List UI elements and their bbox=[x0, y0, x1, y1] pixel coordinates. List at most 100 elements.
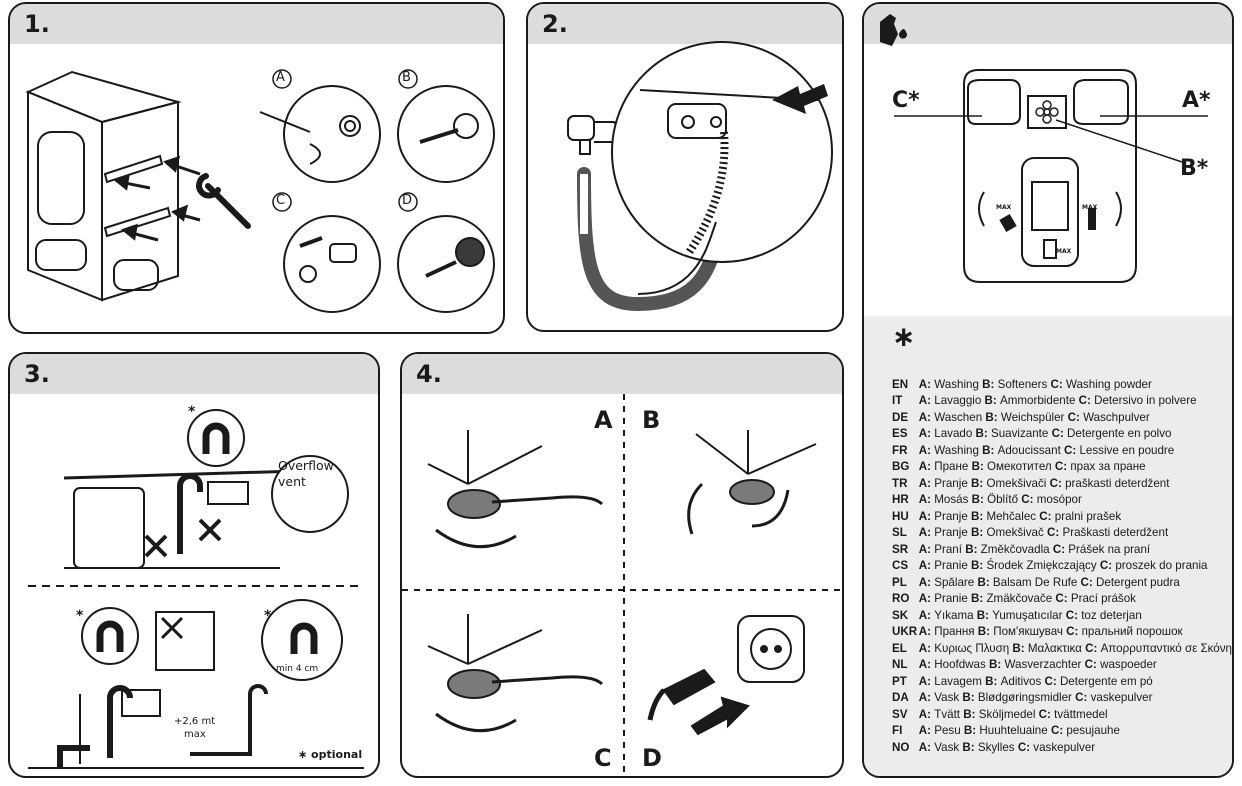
legend-row-sl: SL A: Pranje B: Omekšivač C: Praškasti de… bbox=[892, 525, 1232, 542]
optional-star-right: * bbox=[264, 608, 272, 624]
bottle-max-icon bbox=[1088, 208, 1096, 230]
language-code: DA bbox=[892, 691, 909, 705]
legend-star: ∗ bbox=[892, 320, 916, 353]
term-c: pesujauhe bbox=[1066, 724, 1120, 738]
legend-row-no: NO A: Vask B: Skylles C: vaskepulver bbox=[892, 739, 1232, 756]
language-code: FR bbox=[892, 443, 908, 457]
term-c: proszek do prania bbox=[1115, 559, 1208, 573]
language-code: NO bbox=[892, 740, 910, 754]
term-c: toz deterjan bbox=[1081, 608, 1142, 622]
term-a: Washing bbox=[934, 377, 979, 391]
language-code: EL bbox=[892, 641, 907, 655]
language-terms: A: Прання B: Пом'якшувач C: пральний пор… bbox=[918, 625, 1183, 639]
step-1-illustration bbox=[25, 69, 495, 313]
hook-circle-left bbox=[81, 607, 139, 665]
term-c: Απορρυπαντικό σε Σκόνη bbox=[1100, 641, 1232, 655]
language-code: SL bbox=[892, 526, 907, 540]
language-code: PL bbox=[892, 575, 907, 589]
language-code: TR bbox=[892, 476, 908, 490]
term-a: Waschen bbox=[934, 410, 983, 424]
term-c: Detergente em pó bbox=[1059, 674, 1153, 688]
language-code: BG bbox=[892, 460, 910, 474]
term-c: Prací prášok bbox=[1070, 592, 1136, 606]
standpipe-sink bbox=[121, 689, 161, 717]
term-c: vaskepulver bbox=[1033, 740, 1096, 754]
language-code: ES bbox=[892, 427, 908, 441]
term-c: tvättmedel bbox=[1054, 707, 1108, 721]
term-c: прах за пране bbox=[1070, 460, 1146, 474]
term-b: Omekšivač bbox=[986, 526, 1044, 540]
foot-adjust-b bbox=[687, 430, 817, 535]
language-terms: A: Praní B: Změkčovadla C: Prášek na pra… bbox=[918, 542, 1151, 556]
term-b: Omekšivači bbox=[986, 476, 1047, 490]
bolt-arrows bbox=[112, 155, 201, 242]
term-c: Detersivo in polvere bbox=[1094, 394, 1197, 408]
max-label-right: MAX bbox=[1082, 204, 1098, 211]
drain-hose bbox=[177, 473, 203, 554]
overflow-vent-circle bbox=[271, 455, 349, 533]
term-b: Sköljmedel bbox=[978, 707, 1036, 721]
term-a: Lavaggio bbox=[934, 394, 982, 408]
language-code: FI bbox=[892, 724, 903, 738]
not-allowed-marks bbox=[144, 518, 222, 558]
not-allowed-box bbox=[155, 611, 215, 671]
term-a: Pranie bbox=[934, 559, 968, 573]
term-c: Waschpulver bbox=[1083, 410, 1150, 424]
term-b: Środek Zmiękczający bbox=[986, 559, 1097, 573]
language-terms: A: Pranie B: Zmäkčovače C: Prací prášok bbox=[918, 592, 1136, 606]
step-c-circle bbox=[283, 215, 381, 313]
drawer-header bbox=[864, 4, 1232, 44]
language-terms: A: Pranje B: Omekšivač C: Praškasti dete… bbox=[918, 526, 1169, 540]
term-a: Pranje bbox=[934, 526, 968, 540]
label-c: C* bbox=[892, 88, 920, 113]
term-b: Yumuşatıcılar bbox=[992, 608, 1063, 622]
language-terms: A: Pranje B: Omekšivači C: praškasti det… bbox=[918, 476, 1170, 490]
legend-row-bg: BG A: Пране B: Омекотител C: прах за пран… bbox=[892, 459, 1232, 476]
step-a-circle bbox=[283, 85, 381, 183]
step-2-panel: 2. bbox=[526, 2, 844, 332]
term-b: Öblítő bbox=[987, 493, 1019, 507]
term-a: Pranje bbox=[934, 509, 968, 523]
legend-row-tr: TR A: Pranje B: Omekšivači C: praškasti d… bbox=[892, 475, 1232, 492]
language-code: PT bbox=[892, 674, 907, 688]
language-code: HR bbox=[892, 493, 909, 507]
max-height-label-line1: +2,6 mt bbox=[174, 716, 216, 727]
flow-arrow bbox=[637, 221, 717, 295]
hose-hook-icon bbox=[202, 422, 230, 454]
language-terms: A: Пране B: Омекотител C: прах за пране bbox=[918, 460, 1146, 474]
term-c: Detergent pudra bbox=[1096, 575, 1180, 589]
term-a: Прання bbox=[934, 625, 975, 639]
step-3-panel: 3. bbox=[8, 352, 380, 778]
language-terms: A: Vask B: Skylles C: vaskepulver bbox=[918, 740, 1096, 754]
min-distance-circle bbox=[261, 599, 343, 681]
term-a: Vask bbox=[934, 740, 960, 754]
term-c: praškasti deterdžent bbox=[1065, 476, 1170, 490]
term-a: Lavagem bbox=[934, 674, 982, 688]
term-a: Yıkama bbox=[934, 608, 974, 622]
term-b: Μαλακτικα bbox=[1027, 641, 1082, 655]
language-code: EN bbox=[892, 377, 909, 391]
standpipe-hose bbox=[107, 685, 133, 758]
language-code: UKR bbox=[892, 625, 918, 639]
term-a: Lavado bbox=[934, 427, 973, 441]
term-a: Tvätt bbox=[934, 707, 961, 721]
term-a: Hoofdwas bbox=[934, 658, 986, 672]
language-code: SR bbox=[892, 542, 909, 556]
step-2-header bbox=[528, 4, 842, 44]
step-3-header bbox=[10, 354, 378, 394]
step-1-number: 1. bbox=[24, 10, 50, 38]
label-4a: A bbox=[594, 406, 613, 434]
term-b: Ammorbidente bbox=[1000, 394, 1076, 408]
max-height-label-line2: max bbox=[184, 729, 206, 740]
